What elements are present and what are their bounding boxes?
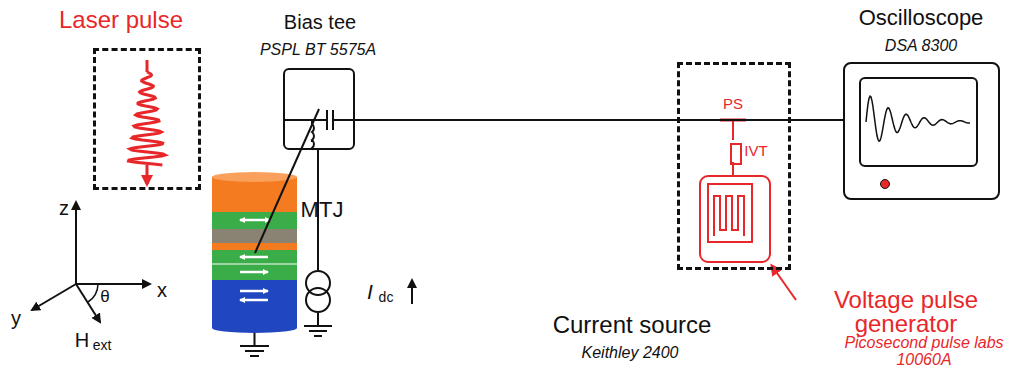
wire xyxy=(791,119,843,121)
model-number: Keithley 2400 xyxy=(582,344,679,362)
field-subscript: ext xyxy=(93,338,112,353)
current-source-symbol xyxy=(306,271,412,312)
current-subscript: dc xyxy=(379,290,394,305)
laser-arrow xyxy=(146,165,149,184)
mtj-node: MTJ xyxy=(212,172,298,334)
angle-label: θ xyxy=(100,288,109,307)
ivt-box: IVT xyxy=(730,143,742,165)
laser-box: Laser pulse xyxy=(93,48,201,190)
model-number: Picosecond pulse labs 10060A xyxy=(829,334,1019,368)
bias-tee-box: Bias teePSPL BT 5575A xyxy=(283,68,355,150)
axis-label: z xyxy=(59,197,69,219)
model-number: PSPL BT 5575A xyxy=(260,41,376,59)
current-label: I xyxy=(367,280,373,303)
field-label: H xyxy=(75,329,89,351)
scope-internals xyxy=(860,78,977,189)
oscilloscope-title: Oscilloscope xyxy=(859,6,984,30)
laser-tail xyxy=(146,60,149,72)
bias-tee-title: Bias tee xyxy=(284,11,356,33)
axis-label: x xyxy=(157,279,167,301)
mtj-label: MTJ xyxy=(301,198,344,222)
ground-symbol xyxy=(240,313,332,356)
axes xyxy=(32,202,150,322)
pulse-generator-internals xyxy=(700,120,796,300)
oscilloscope-box: OscilloscopeDSA 8300 xyxy=(843,62,1000,200)
axis-label: y xyxy=(11,307,21,329)
port-label: PS xyxy=(723,96,743,113)
bias-tee-internals xyxy=(283,110,355,150)
model-number: DSA 8300 xyxy=(885,37,957,55)
wire xyxy=(355,119,677,121)
generator-title: Voltage pulse generator xyxy=(806,288,1006,336)
wire-segment xyxy=(677,119,791,121)
ivt-label: IVT xyxy=(744,143,767,160)
laser-wave xyxy=(128,72,165,165)
current-source-title: Current source xyxy=(553,312,712,338)
laser-title: Laser pulse xyxy=(59,7,183,33)
wire xyxy=(255,109,319,253)
pulse-generator-box: Voltage pulse generatorPicosecond pulse … xyxy=(677,62,791,270)
current-source-node: Current sourceKeithley 2400 xyxy=(305,270,331,313)
